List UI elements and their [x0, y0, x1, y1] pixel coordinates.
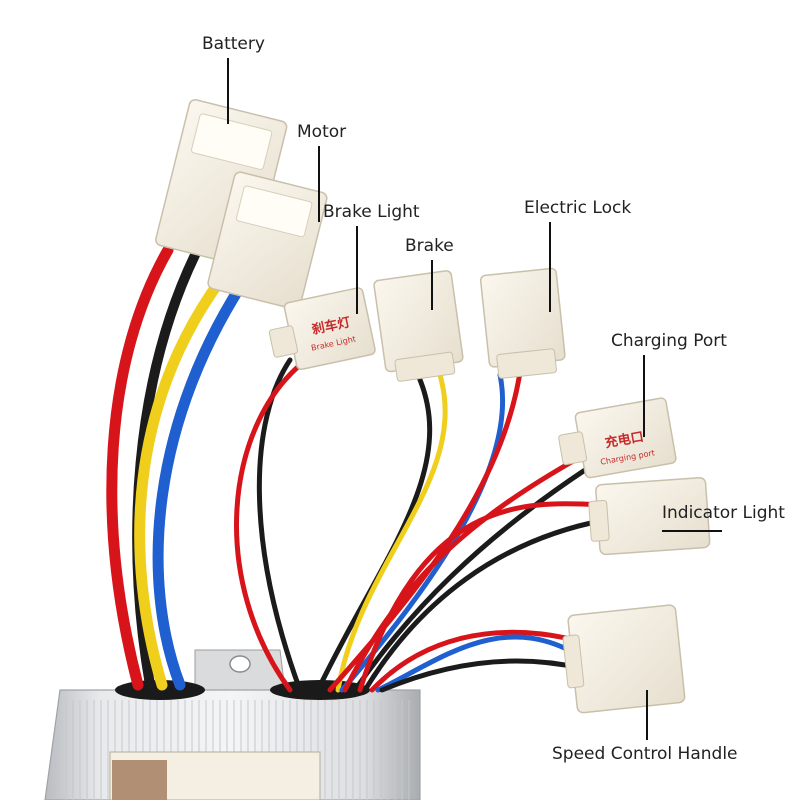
leader-battery: [227, 58, 229, 124]
motor-yellow-wire: [134, 259, 238, 691]
indicator-black-wire: [362, 517, 608, 693]
motor-blue-wire: [152, 266, 256, 691]
brake-light-black-wire: [256, 357, 303, 693]
brake-yellow-wire: [335, 372, 448, 693]
label-electric-lock: Electric Lock: [524, 198, 632, 218]
electric-lock-connector: [479, 267, 566, 379]
charging-port-connector: [558, 397, 677, 479]
leader-motor: [318, 146, 320, 222]
brake-connector: [373, 270, 464, 382]
indicator-red-wire: [357, 501, 603, 693]
brake-black-wire: [315, 372, 433, 693]
label-brake: Brake: [405, 236, 454, 256]
leader-brake: [431, 260, 433, 310]
leader-brake-light: [356, 226, 358, 314]
charging-port-connector-cn: 充电口: [604, 429, 645, 452]
wire-bundle: [106, 244, 608, 693]
label-motor: Motor: [297, 122, 347, 142]
label-brake-light: Brake Light: [323, 202, 420, 222]
throttle-black-wire: [379, 658, 583, 693]
leader-indicator-light: [662, 530, 722, 532]
motor-connector: [207, 171, 328, 310]
battery-red-wire: [106, 244, 174, 691]
leader-speed-control-handle: [646, 690, 648, 740]
charging-red-wire: [342, 457, 578, 693]
brake-light-red-wire: [234, 362, 303, 693]
lock-red-wire: [327, 369, 523, 693]
throttle-blue-wire: [375, 634, 581, 693]
label-charging-port: Charging Port: [611, 331, 727, 351]
label-indicator-light: Indicator Light: [662, 503, 785, 523]
charging-black-wire: [352, 467, 588, 693]
throttle-red-wire: [369, 629, 578, 693]
speed-control-connector: [562, 604, 686, 714]
indicator-light-connector: [588, 477, 711, 556]
leader-charging-port: [643, 355, 645, 437]
label-speed-control-handle: Speed Control Handle: [552, 744, 738, 764]
brake-light-connector: [268, 287, 376, 370]
leader-electric-lock: [549, 222, 551, 312]
brake-light-connector-cn: 刹车灯: [310, 314, 351, 338]
controller-box: [44, 649, 421, 800]
label-battery: Battery: [202, 34, 265, 54]
